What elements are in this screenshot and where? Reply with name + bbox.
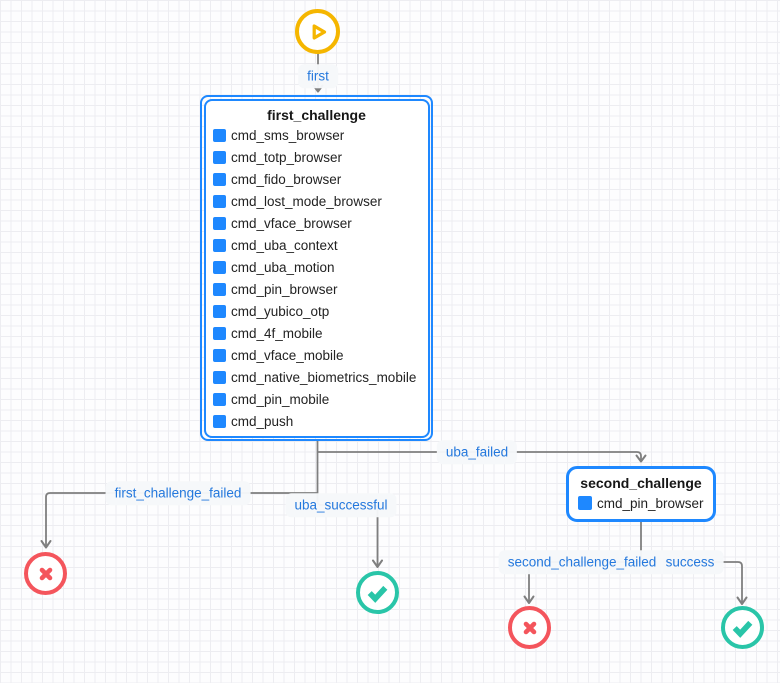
command-icon xyxy=(212,260,226,275)
command-icon xyxy=(212,216,226,231)
check-circle-icon xyxy=(730,615,755,640)
edge-first-challenge-failed[interactable] xyxy=(40,492,318,549)
x-circle-icon xyxy=(518,616,542,640)
end-success-node-right[interactable] xyxy=(721,606,764,649)
node-title: first_challenge xyxy=(267,106,366,123)
command-label: cmd_pin_mobile xyxy=(231,392,330,407)
node-first-challenge[interactable]: first_challenge cmd_sms_browser cmd_totp… xyxy=(200,95,433,441)
command-icon xyxy=(212,348,226,363)
command-icon xyxy=(212,282,226,297)
command-icon xyxy=(212,304,226,319)
list-item[interactable]: cmd_native_biometrics_mobile xyxy=(206,367,428,389)
x-circle-icon xyxy=(34,562,58,586)
end-success-node-center[interactable] xyxy=(356,571,399,614)
list-item[interactable]: cmd_lost_mode_browser xyxy=(206,191,428,213)
edge-label-uba-successful[interactable]: uba_successful xyxy=(285,493,397,517)
edge-label-uba-failed[interactable]: uba_failed xyxy=(436,440,518,464)
node-title: second_challenge xyxy=(580,475,702,491)
command-label: cmd_sms_browser xyxy=(231,128,345,143)
command-label: cmd_uba_motion xyxy=(231,260,335,275)
command-label: cmd_totp_browser xyxy=(231,150,343,165)
edge-success[interactable] xyxy=(641,561,748,605)
list-item[interactable]: cmd_sms_browser xyxy=(206,125,428,147)
command-label: cmd_fido_browser xyxy=(231,172,342,187)
command-icon xyxy=(212,238,226,253)
check-circle-icon xyxy=(365,580,390,605)
list-item[interactable]: cmd_totp_browser xyxy=(206,147,428,169)
command-label: cmd_pin_browser xyxy=(231,282,338,297)
edge-label-second-challenge-failed[interactable]: second_challenge_failed xyxy=(498,550,666,574)
list-item[interactable]: cmd_pin_mobile xyxy=(206,389,428,411)
command-icon xyxy=(212,128,226,143)
command-icon xyxy=(212,172,226,187)
command-icon xyxy=(212,392,226,407)
node-second-challenge[interactable]: second_challenge cmd_pin_browser xyxy=(566,466,716,522)
command-icon xyxy=(212,370,226,385)
edge-label-first-challenge-failed[interactable]: first_challenge_failed xyxy=(105,481,251,505)
list-item[interactable]: cmd_push xyxy=(206,411,428,433)
start-node[interactable] xyxy=(295,9,340,54)
command-label: cmd_yubico_otp xyxy=(231,304,330,319)
command-icon xyxy=(212,150,226,165)
play-icon xyxy=(305,19,331,45)
command-label: cmd_vface_browser xyxy=(231,216,352,231)
list-item[interactable]: cmd_vface_browser xyxy=(206,213,428,235)
command-label: cmd_native_biometrics_mobile xyxy=(231,370,417,385)
end-failure-node-right[interactable] xyxy=(508,606,551,649)
list-item[interactable]: cmd_fido_browser xyxy=(206,169,428,191)
command-label: cmd_vface_mobile xyxy=(231,348,344,363)
list-item[interactable]: cmd_pin_browser xyxy=(206,279,428,301)
edge-uba-failed[interactable] xyxy=(317,451,647,463)
list-item[interactable]: cmd_pin_browser xyxy=(569,491,713,515)
list-item[interactable]: cmd_uba_motion xyxy=(206,257,428,279)
list-item[interactable]: cmd_uba_context xyxy=(206,235,428,257)
command-icon xyxy=(578,496,592,510)
command-icon xyxy=(212,326,226,341)
command-list: cmd_pin_browser xyxy=(569,491,713,515)
command-label: cmd_4f_mobile xyxy=(231,326,323,341)
command-label: cmd_lost_mode_browser xyxy=(231,194,382,209)
command-icon xyxy=(212,414,226,429)
edge-label-success[interactable]: success xyxy=(656,550,724,574)
command-icon xyxy=(212,194,226,209)
list-item[interactable]: cmd_yubico_otp xyxy=(206,301,428,323)
command-label: cmd_uba_context xyxy=(231,238,338,253)
list-item[interactable]: cmd_vface_mobile xyxy=(206,345,428,367)
command-label: cmd_push xyxy=(231,414,294,429)
command-label: cmd_pin_browser xyxy=(596,495,704,511)
edge-label-first[interactable]: first xyxy=(298,64,338,88)
list-item[interactable]: cmd_4f_mobile xyxy=(206,323,428,345)
end-failure-node-left[interactable] xyxy=(24,552,67,595)
command-list: cmd_sms_browser cmd_totp_browser cmd_fid… xyxy=(206,125,428,433)
